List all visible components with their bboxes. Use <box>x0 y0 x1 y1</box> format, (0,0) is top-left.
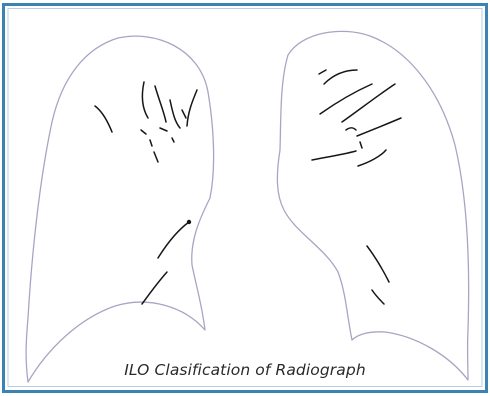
figure-caption: ILO Clasification of Radiograph <box>0 361 490 379</box>
